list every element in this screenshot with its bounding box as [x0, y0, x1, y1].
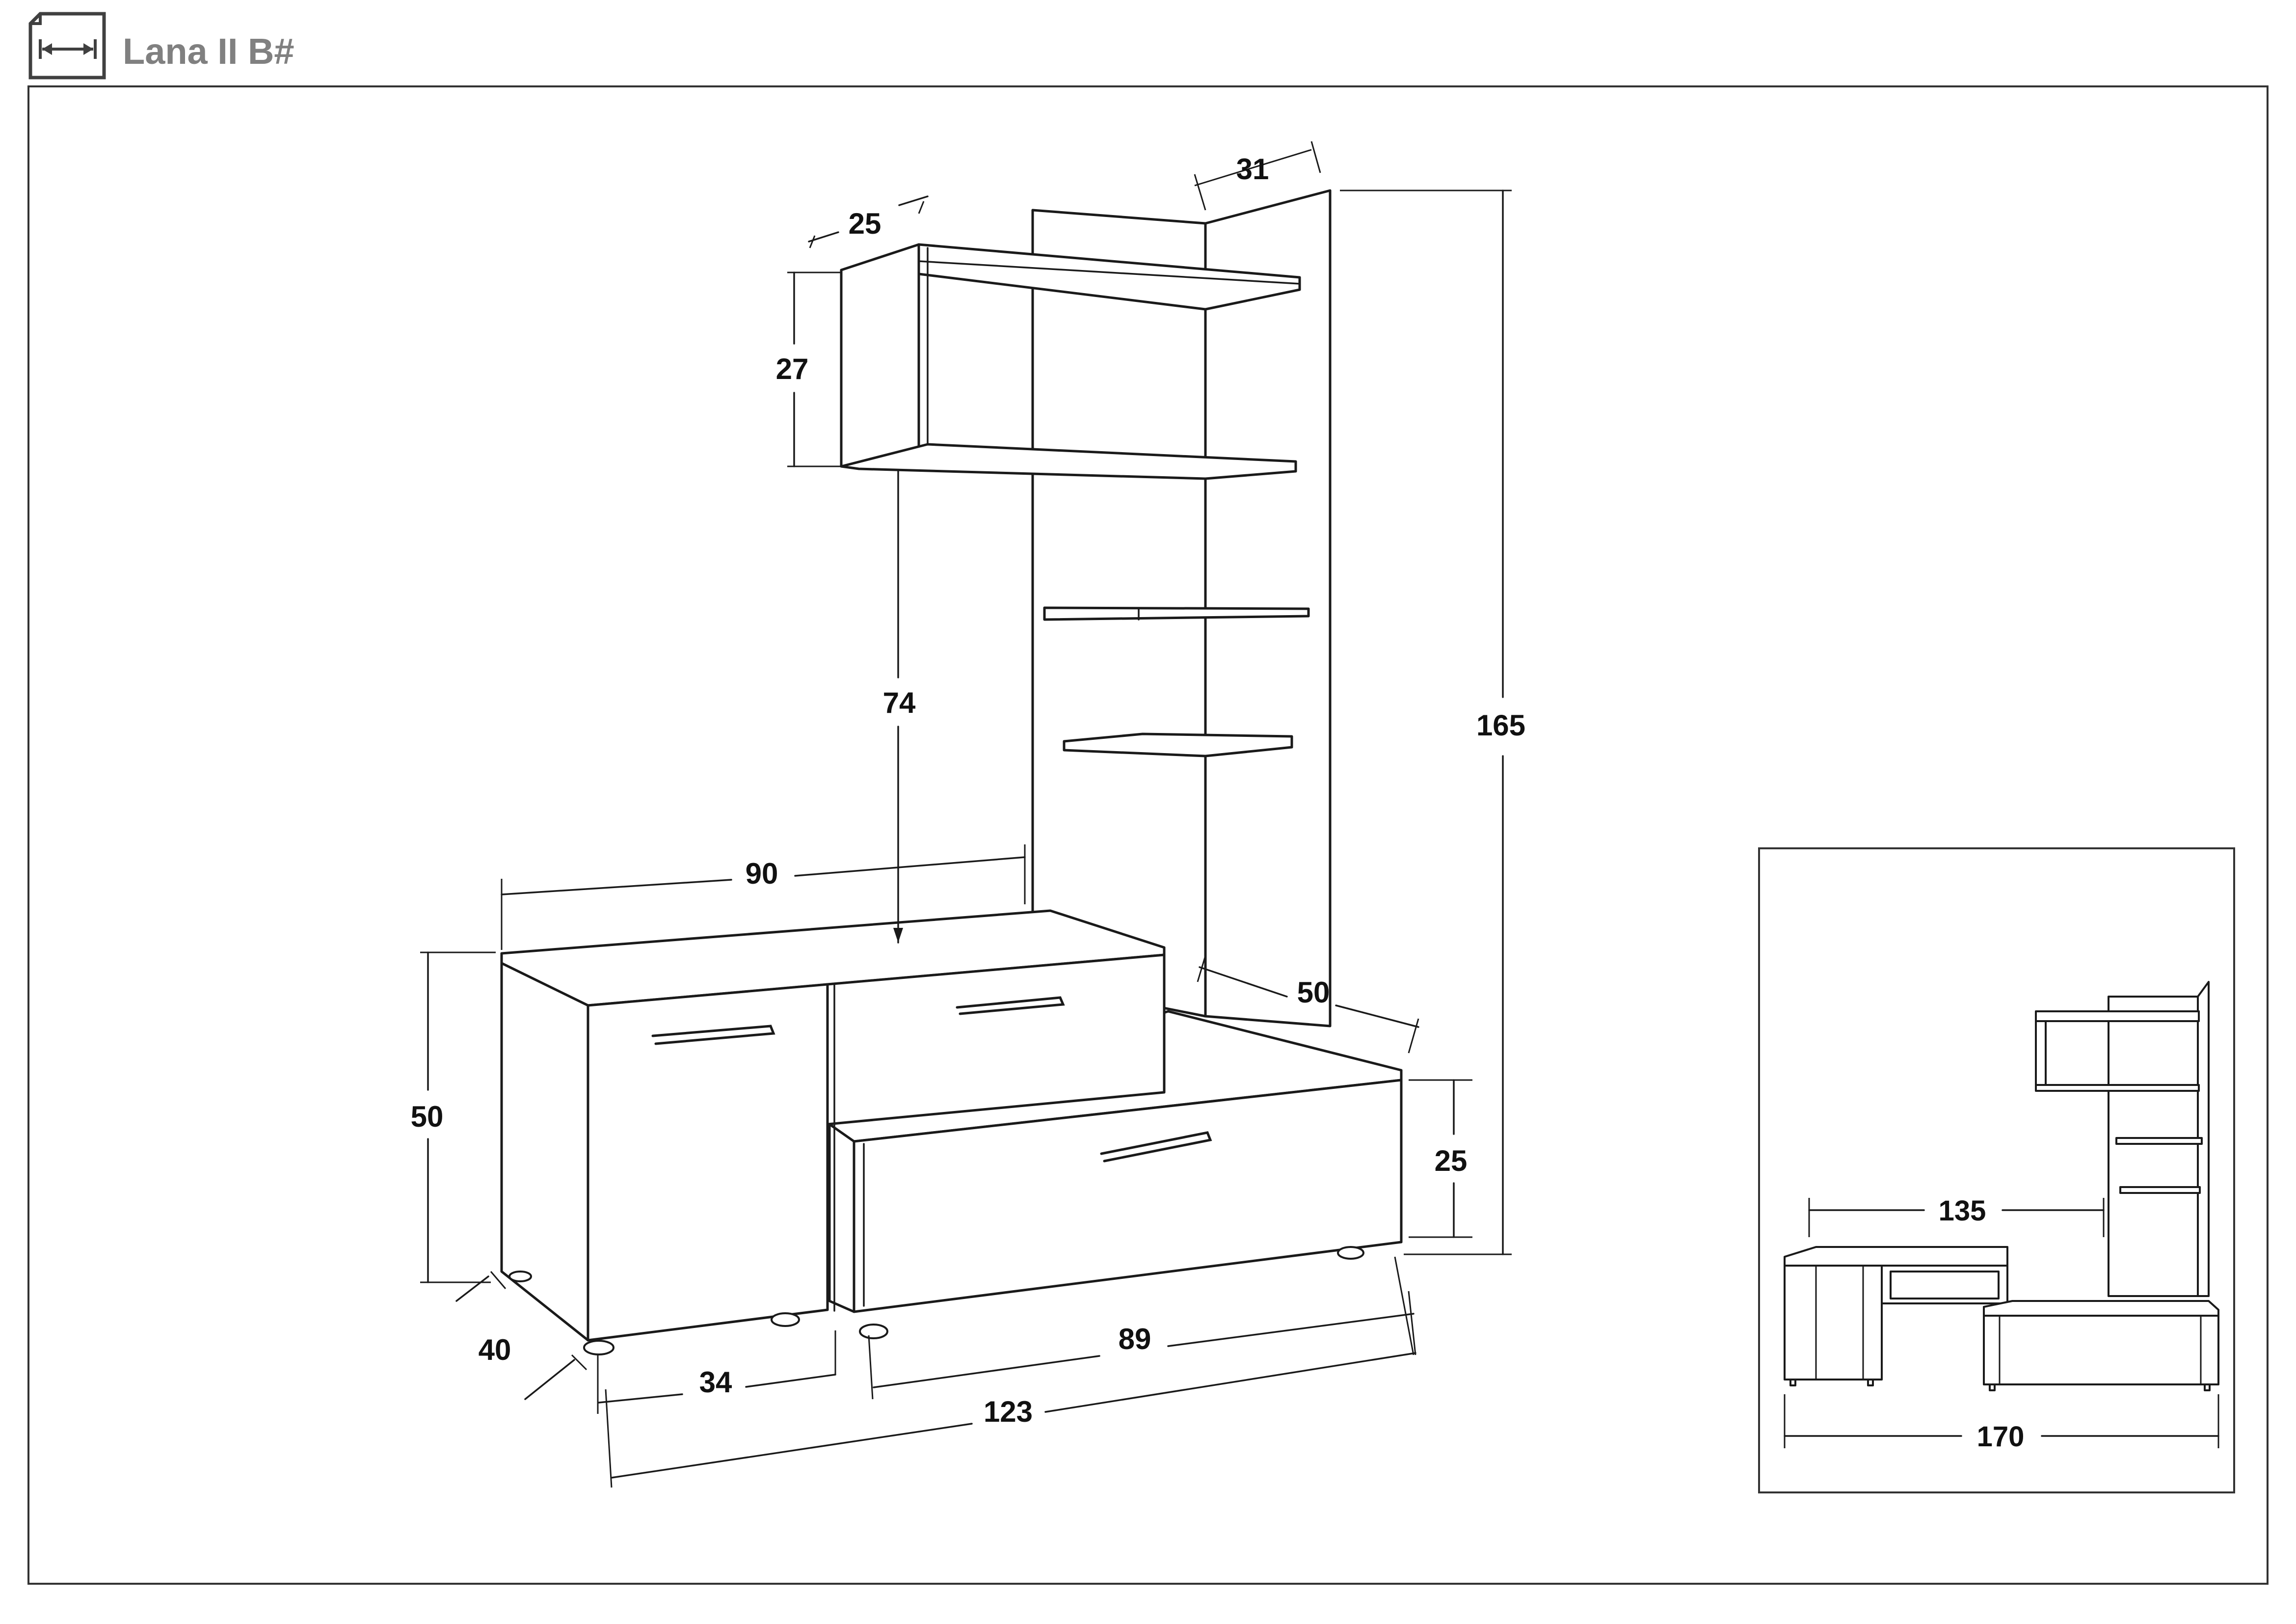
dim-label-upper-unit-width: 90 [746, 857, 778, 890]
dim-label-clearance-height: 74 [883, 686, 916, 719]
dimension-lines [420, 141, 1512, 1488]
inset-dim-label-135: 135 [1939, 1195, 1986, 1227]
dim-label-low-unit-width: 89 [1119, 1323, 1151, 1355]
wall-shelf-cabinet [840, 243, 1301, 480]
dim-label-total-width: 123 [984, 1395, 1033, 1428]
furniture-main-view [500, 189, 1403, 1355]
dim-label-tall-unit-height: 50 [411, 1100, 444, 1133]
dim-label-low-unit-depth: 50 [1297, 976, 1330, 1009]
dim-label-total-height: 165 [1476, 709, 1525, 742]
shelf-mid-2 [1063, 732, 1293, 758]
shelf-mid-1 [1043, 606, 1310, 621]
inset-dim-label-170: 170 [1977, 1421, 2025, 1453]
header: Lana II B# [28, 12, 294, 80]
drawing-frame [27, 85, 2269, 1585]
dim-label-top-cabinet-height: 27 [776, 352, 809, 385]
dimension-labels: 25 31 27 74 165 90 50 50 25 40 34 89 123 [411, 153, 1525, 1428]
inset-frame [1758, 847, 2235, 1493]
dimension-ruler-icon [28, 12, 106, 80]
inset-alternate-layout: 135 170 [1758, 847, 2235, 1493]
page-title: Lana II B# [123, 31, 294, 72]
dim-label-door-width: 34 [699, 1366, 732, 1399]
dim-label-panel-depth: 31 [1236, 153, 1269, 186]
dim-label-low-unit-height: 25 [1435, 1144, 1468, 1177]
dim-label-top-cabinet-depth: 25 [849, 207, 881, 240]
dim-label-tall-unit-depth: 40 [479, 1333, 511, 1366]
tall-cabinet-unit [500, 909, 1166, 1355]
